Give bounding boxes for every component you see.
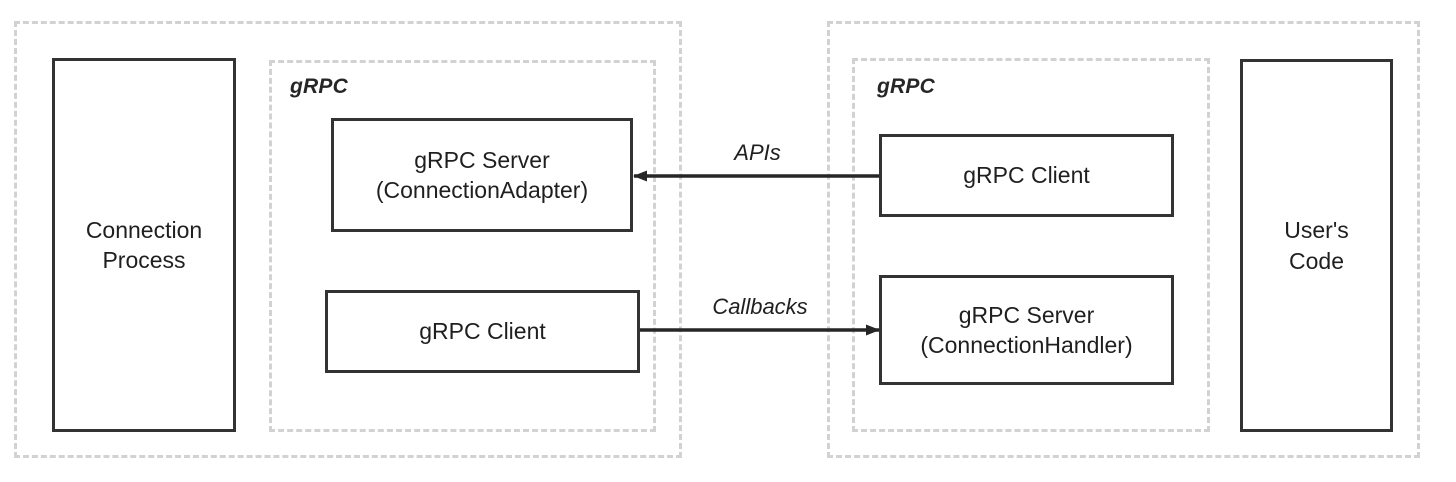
connection-process-zone (14, 21, 682, 458)
callbacks-arrow-label: Callbacks (712, 294, 808, 319)
users-code-zone (827, 21, 1420, 458)
apis-arrow-label: APIs (734, 140, 781, 165)
connection-process-box: Connection Process (52, 58, 236, 432)
grpc-zone-left (269, 60, 656, 432)
grpc-zone-right (852, 58, 1210, 432)
grpc-client-right-box: gRPC Client (879, 134, 1174, 217)
grpc-client-right-box-label: gRPC Client (963, 162, 1090, 189)
grpc-zone-right-label: gRPC (877, 75, 935, 98)
grpc-client-left-box: gRPC Client (325, 290, 640, 373)
grpc-client-left-box-label: gRPC Client (419, 318, 546, 345)
grpc-server-connection-handler-box: gRPC Server (ConnectionHandler) (879, 275, 1174, 385)
users-code-box: User's Code (1240, 59, 1393, 432)
grpc-server-connection-adapter-box: gRPC Server (ConnectionAdapter) (331, 118, 633, 232)
grpc-server-connection-adapter-box-label: gRPC Server (ConnectionAdapter) (375, 146, 589, 203)
users-code-box-label: User's Code (1284, 217, 1349, 274)
grpc-server-connection-handler-box-label: gRPC Server (ConnectionHandler) (920, 301, 1133, 358)
grpc-zone-left-label: gRPC (290, 75, 348, 98)
connection-process-box-label: Connection Process (85, 216, 203, 273)
